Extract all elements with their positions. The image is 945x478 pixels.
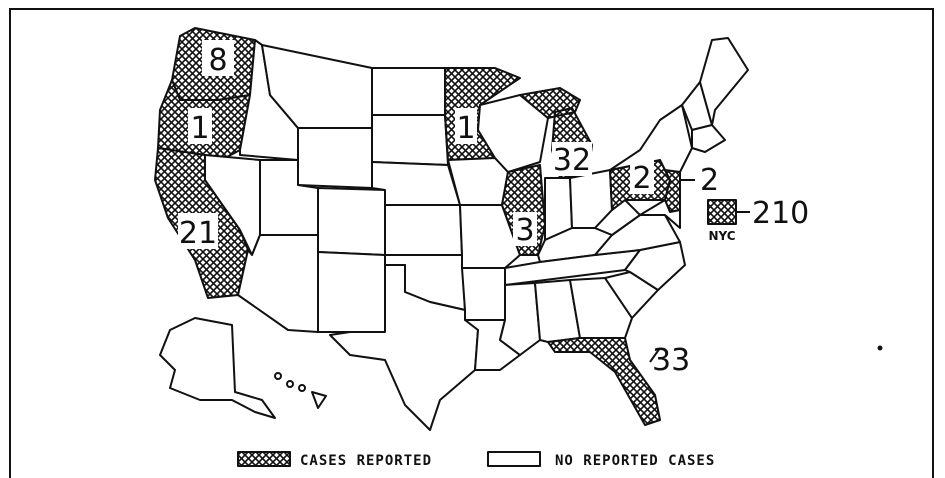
state-georgia <box>569 277 633 339</box>
label-minnesota: 1 <box>456 111 475 146</box>
label-box-california <box>178 213 218 249</box>
label-box-pennsylvania <box>630 160 654 194</box>
label-washington: 8 <box>208 43 227 78</box>
state-new-mexico <box>317 251 386 333</box>
callout-nyc-value: 210 <box>752 196 809 231</box>
state-colorado <box>317 187 386 256</box>
state-alaska <box>159 317 276 419</box>
label-box-oregon <box>188 108 212 144</box>
label-box-illinois <box>513 212 537 246</box>
callout-new-jersey: 2 <box>700 163 719 198</box>
state-wyoming <box>297 127 373 189</box>
state-nebraska <box>371 161 461 206</box>
state-north-dakota <box>371 67 446 116</box>
state-maine <box>699 37 749 126</box>
label-michigan: 32 <box>553 143 591 178</box>
state-hawaii <box>274 372 327 409</box>
callout-florida: 33 <box>652 343 690 378</box>
state-mississippi <box>499 282 541 356</box>
label-oregon: 1 <box>190 111 209 146</box>
state-arkansas <box>461 267 506 321</box>
state-maryland-delaware <box>639 199 681 229</box>
state-texas <box>329 264 479 431</box>
label-box-michigan <box>552 142 592 176</box>
state-massachusetts-ri-ct <box>691 124 726 153</box>
label-box-minnesota <box>455 108 477 144</box>
legend-swatch-none <box>487 451 541 467</box>
legend-label-reported: CASES REPORTED <box>300 453 432 469</box>
map-frame <box>9 8 934 478</box>
label-california: 21 <box>179 216 217 251</box>
leader-florida <box>649 347 661 363</box>
legend-swatch-reported <box>237 451 291 467</box>
state-south-dakota <box>371 114 449 166</box>
nyc-marker <box>707 199 737 225</box>
stray-dot <box>877 345 883 351</box>
label-box-washington <box>202 40 234 76</box>
state-florida <box>547 337 661 426</box>
legend-label-none: NO REPORTED CASES <box>555 453 715 469</box>
label-pennsylvania: 2 <box>632 161 651 196</box>
label-illinois: 3 <box>515 213 534 248</box>
callout-nyc-label: NYC <box>708 229 735 243</box>
state-kansas <box>384 204 463 256</box>
